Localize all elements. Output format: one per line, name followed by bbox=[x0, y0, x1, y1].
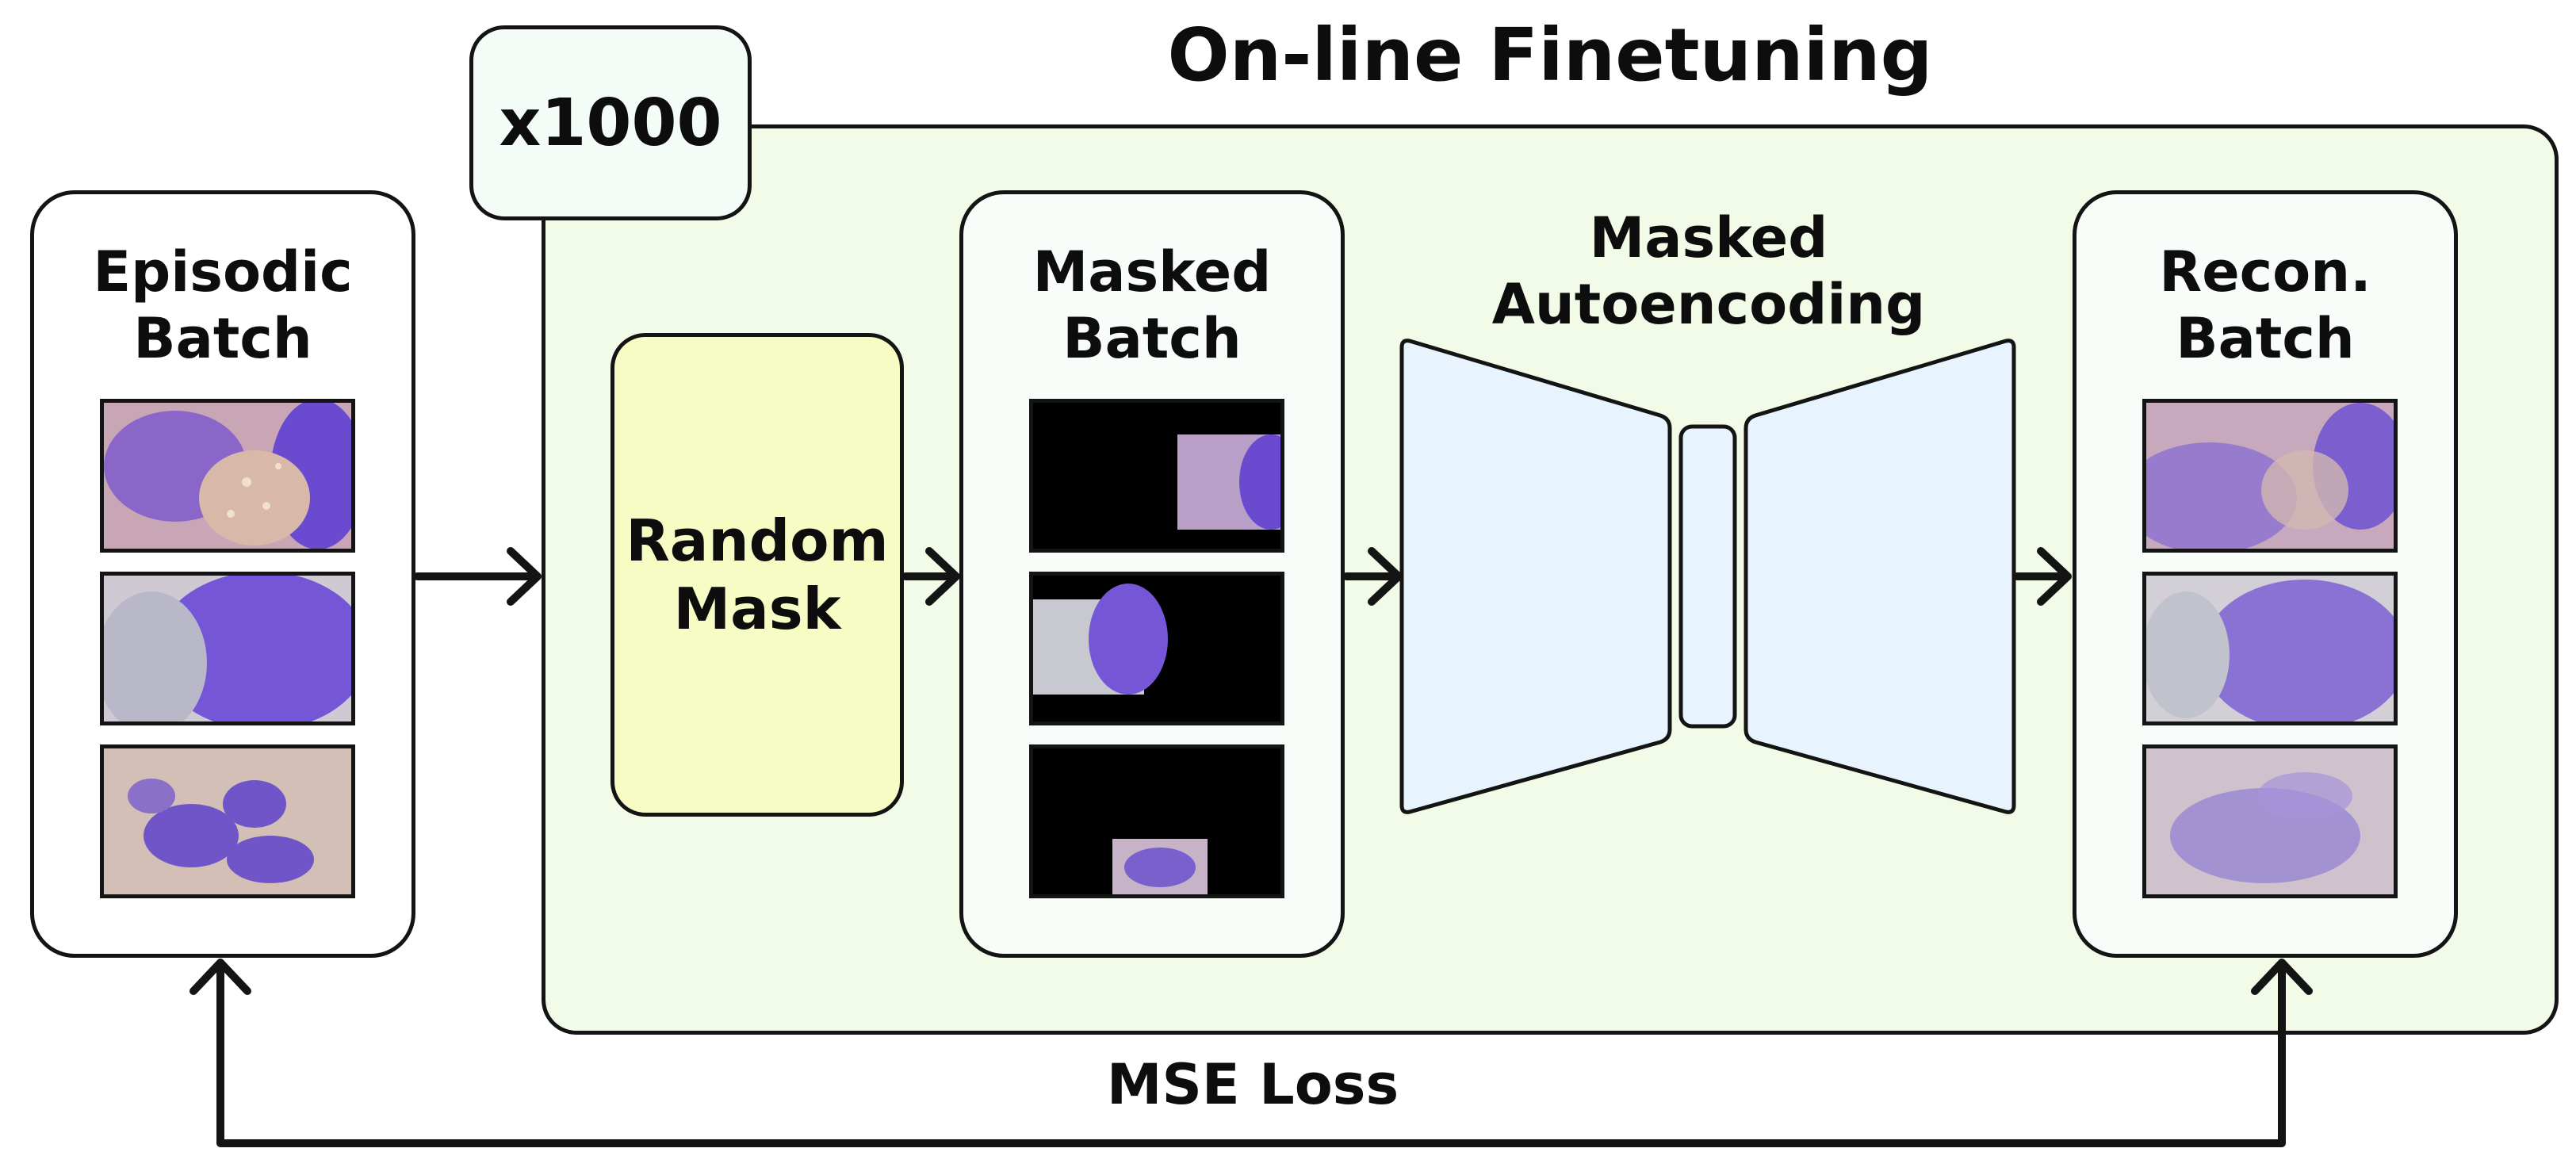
episodic-image-1 bbox=[100, 399, 355, 553]
episodic-image-3 bbox=[100, 744, 355, 898]
masked-batch-title: Masked Batch bbox=[1032, 239, 1272, 371]
recon-image-3 bbox=[2142, 744, 2398, 898]
arrow-masked-to-encoder-head bbox=[1368, 547, 1403, 606]
masked-image-3 bbox=[1029, 744, 1284, 898]
decoder-trapezoid bbox=[1743, 339, 2016, 814]
episodic-batch-panel: Episodic Batch bbox=[30, 190, 415, 958]
diagram-title: On-line Finetuning bbox=[1167, 13, 1933, 98]
iteration-count-box: x1000 bbox=[469, 25, 752, 220]
episodic-image-2 bbox=[100, 572, 355, 725]
arrow-episodic-to-loop-head bbox=[507, 547, 542, 606]
masked-image-2 bbox=[1029, 572, 1284, 725]
latent-bottleneck bbox=[1678, 424, 1737, 729]
loss-arrow-up-episodic-head bbox=[189, 959, 251, 995]
recon-batch-panel: Recon. Batch bbox=[2073, 190, 2458, 958]
random-mask-label: Random Mask bbox=[626, 507, 889, 642]
random-mask-block: Random Mask bbox=[611, 333, 904, 817]
recon-image-1 bbox=[2142, 399, 2398, 553]
arrow-mask-to-masked-head bbox=[925, 547, 960, 606]
recon-image-2 bbox=[2142, 572, 2398, 725]
loss-feedback-line bbox=[216, 962, 2286, 1147]
arrow-decoder-to-recon-head bbox=[2037, 547, 2072, 606]
encoder-trapezoid bbox=[1399, 339, 1672, 814]
masked-image-1 bbox=[1029, 399, 1284, 553]
loss-arrow-up-recon-head bbox=[2251, 959, 2313, 995]
episodic-batch-title: Episodic Batch bbox=[93, 239, 353, 371]
autoencoder-title: Masked Autoencoding bbox=[1491, 205, 1926, 337]
masked-batch-panel: Masked Batch bbox=[959, 190, 1345, 958]
recon-batch-title: Recon. Batch bbox=[2159, 239, 2371, 371]
mse-loss-label: MSE Loss bbox=[1106, 1052, 1399, 1117]
iteration-count: x1000 bbox=[499, 85, 722, 161]
